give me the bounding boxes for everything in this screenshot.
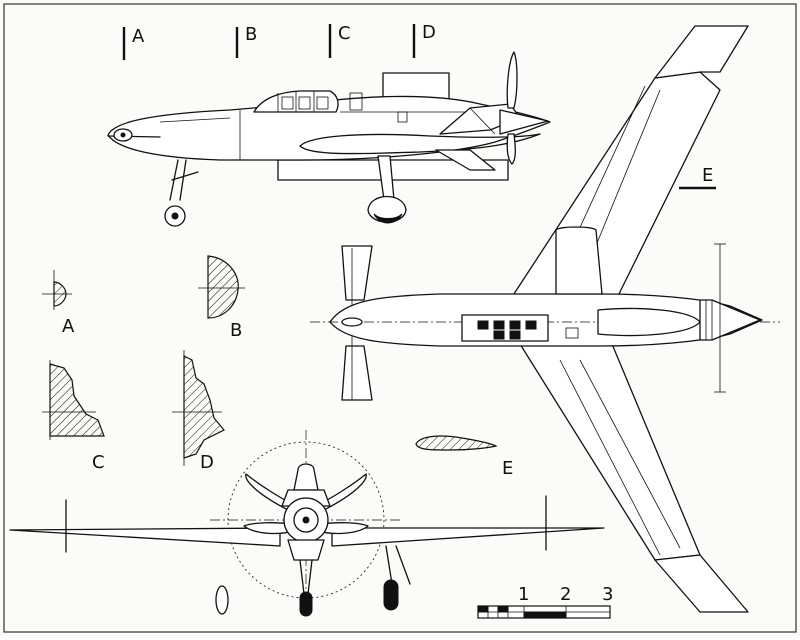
section-markers-top: A B C D E [122,22,716,190]
section-label-e: E [502,458,513,479]
scale-bar: 1 2 3 [477,584,613,619]
section-label-d: D [200,452,214,473]
section-label-b: B [230,320,242,341]
section-marker-label-b: B [245,24,257,45]
front-view [9,430,605,617]
section-marker-label-d: D [422,22,436,43]
section-marker-label-a: A [132,26,145,47]
scale-tick-3: 3 [602,584,613,605]
section-marker-label-c: C [338,23,351,44]
section-label-a: A [62,316,75,337]
scale-tick-2: 2 [560,584,571,605]
side-view [107,51,551,227]
scale-tick-1: 1 [518,584,529,605]
cross-sections: A B C D E [42,255,513,479]
cockpit-seats [477,320,537,340]
plan-view [310,25,780,613]
section-marker-label-e: E [702,165,713,186]
drawing-frame [3,3,797,633]
section-label-c: C [92,452,105,473]
